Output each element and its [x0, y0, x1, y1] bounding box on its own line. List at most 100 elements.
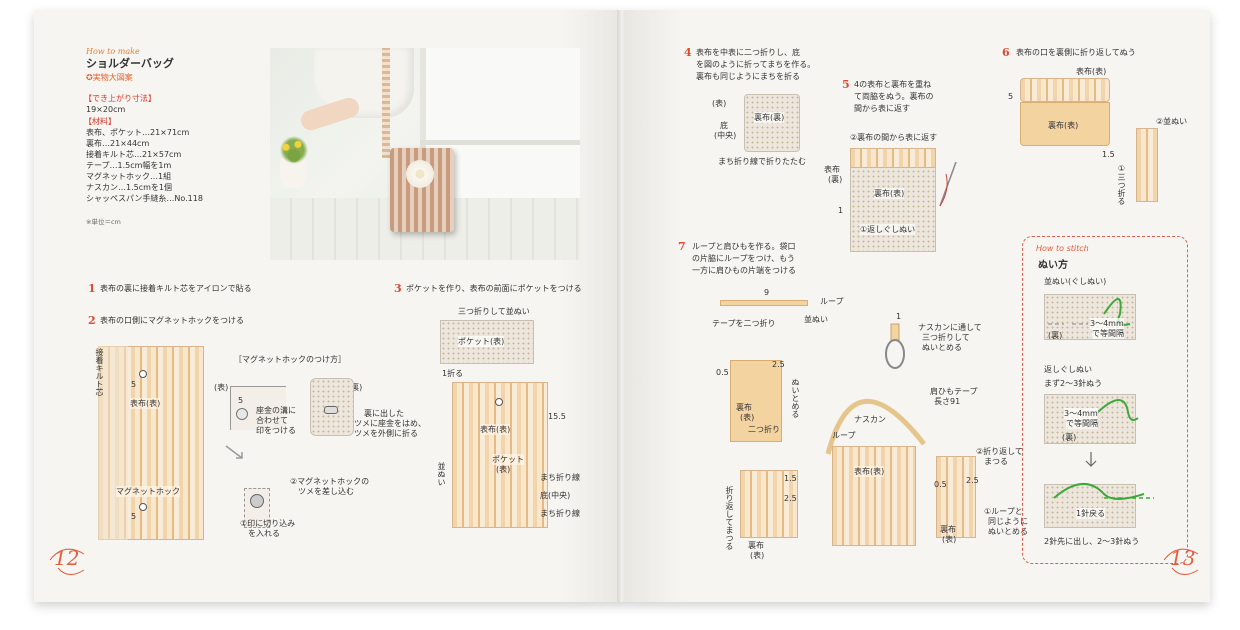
page-number-swash: [1163, 548, 1199, 575]
step-text: 表布を中表に二つ折りし、底: [696, 48, 800, 57]
book-spread: How to make ショルダーバッグ ✪実物大図案 【でき上がり寸法】 19…: [34, 10, 1210, 602]
dim-1: 1: [896, 312, 902, 321]
step-b-text: ②マグネットホックの: [290, 477, 370, 486]
right-fold-fig: [936, 456, 976, 538]
loop-text: 同じように: [988, 517, 1028, 526]
plant-flowers: [274, 136, 314, 164]
pocket-label: ポケット(表): [458, 336, 505, 347]
dim-2-5: 2.5: [772, 360, 785, 369]
outer-label: 表布(表): [1076, 67, 1107, 76]
claws-icon: [324, 406, 338, 414]
fold-detail-fig6: [1136, 128, 1158, 202]
pocket-label: ポケット: [492, 454, 524, 465]
magnet-dot-bottom: [139, 503, 147, 511]
material-item: 接着キルト芯…21×57cm: [86, 150, 182, 159]
page-number: 13: [1170, 546, 1196, 570]
pattern-label: ✪実物大図案: [86, 73, 133, 82]
backstitch-label: ①返しぐしぬい: [860, 224, 916, 235]
loop-text: ①ループと: [984, 507, 1023, 516]
step-number: 5: [842, 78, 850, 91]
gutter: [617, 10, 627, 602]
step-text: 裏布も同じようにまちを折る: [696, 72, 800, 81]
lining-label: 裏布: [748, 541, 764, 550]
backstitch-thread-2: [1053, 483, 1154, 500]
dim-0-5: 0.5: [934, 480, 947, 489]
dim-1-5: 1.5: [784, 474, 797, 483]
center-label: (中央): [714, 131, 737, 140]
dim-5: 5: [131, 380, 137, 389]
size-heading: 【でき上がり寸法】: [84, 94, 156, 103]
mark-text: 合わせて: [256, 416, 288, 425]
step-text: の片脇にループをつけ、もう: [692, 254, 795, 263]
fold-text: ②折り返して: [976, 447, 1023, 456]
lining-label: 裏布(表): [874, 188, 905, 199]
dim-0-5: 0.5: [716, 368, 729, 377]
material-item: ナスカン…1.5cmを1個: [86, 183, 173, 192]
dim-5: 5: [238, 396, 244, 405]
how-to-stitch-heading: How to stitch: [1036, 244, 1089, 253]
how-to-make-heading: How to make: [86, 47, 140, 56]
spacing-label: で等間隔: [1092, 328, 1124, 339]
snaphook-text: ナスカンに通して: [918, 323, 982, 332]
magnet-dot-top: [139, 370, 147, 378]
lining-label: (表): [750, 551, 765, 560]
outer-label: (裏): [828, 175, 843, 184]
step-number: 2: [88, 314, 96, 327]
sew-label: ぬいとめる: [791, 378, 800, 418]
ura-label: (裏): [348, 383, 363, 392]
fold-text: まつる: [984, 457, 1008, 466]
lining-label: 裏布: [940, 525, 956, 534]
step-number: 4: [684, 46, 692, 59]
snaphook-label: ナスカン: [854, 415, 886, 424]
interlining-label: 接着キルト芯: [95, 348, 104, 396]
bend-text: 裏に出した: [364, 409, 404, 418]
snaphook-text: 三つ折りして: [922, 333, 970, 342]
size-value: 19×20cm: [86, 105, 126, 114]
dim-1-5: 1.5: [1102, 150, 1115, 159]
step-number: 7: [678, 240, 686, 253]
dim-2-5: 2.5: [784, 494, 797, 503]
material-item: シャッペスパン手縫糸…No.118: [86, 194, 203, 203]
lining-label: 裏布: [736, 403, 752, 412]
outer-fabric-label: 表布(表): [480, 424, 511, 435]
material-item: 表布、ポケット…21×71cm: [86, 128, 190, 137]
loop-attach-fig: [730, 360, 782, 442]
omote-label: (表): [712, 99, 727, 108]
unit-note: ※単位＝cm: [86, 218, 121, 226]
loop-label: ループ: [820, 297, 844, 306]
materials-heading: 【材料】: [84, 117, 116, 126]
backstitch-title: 返しぐしぬい: [1044, 365, 1092, 374]
pocket-label: (表): [496, 465, 511, 474]
outer-label: 表布: [824, 165, 840, 174]
strap-label: 肩ひもテープ: [930, 387, 978, 396]
ura-label: (裏): [1062, 433, 1077, 442]
product-photo: [270, 48, 580, 260]
lining-label: 裏布(裏): [754, 112, 785, 123]
dim-1: 1: [838, 206, 844, 215]
strap: [382, 48, 390, 158]
backstitch-thread: [1097, 399, 1139, 421]
stitch-guide-box: [1022, 236, 1188, 564]
step-text: て両脇をぬう。裏布の: [854, 92, 934, 101]
tape-fold-label: テープを二つ折り: [712, 319, 776, 328]
back-one-label: 1針戻る: [1076, 508, 1106, 519]
bend-text: ツメを外側に折る: [354, 429, 418, 438]
lining-label: 裏布(表): [1048, 121, 1079, 130]
bottom-label: 底: [720, 121, 728, 130]
step-text: ループと肩ひもを作る。袋口: [692, 242, 796, 251]
snaphook-text: ぬいとめる: [922, 343, 962, 352]
namiui-label: 並ぬい: [804, 315, 828, 324]
step-text: 表布の口を裏側に折り返してぬう: [1016, 48, 1136, 57]
lining-fig4: [744, 94, 800, 152]
outer-fabric-label: 表布(表): [130, 398, 161, 409]
magnet-hook-label: マグネットホック: [116, 486, 180, 497]
step-text: 4の表布と裏布を重ね: [854, 80, 932, 89]
outer-label: 表布(表): [854, 466, 885, 477]
mark-text: 印をつける: [256, 426, 296, 435]
dim-15-5: 15.5: [548, 412, 566, 421]
gusset-text: まち折り線で折りたたむ: [718, 157, 806, 166]
fusible-interlining-band: [98, 346, 128, 540]
loop-label: ループ: [832, 431, 856, 440]
step-text: 表布の裏に接着キルト芯をアイロンで貼る: [100, 284, 252, 293]
lining-fig6: [1020, 102, 1110, 146]
